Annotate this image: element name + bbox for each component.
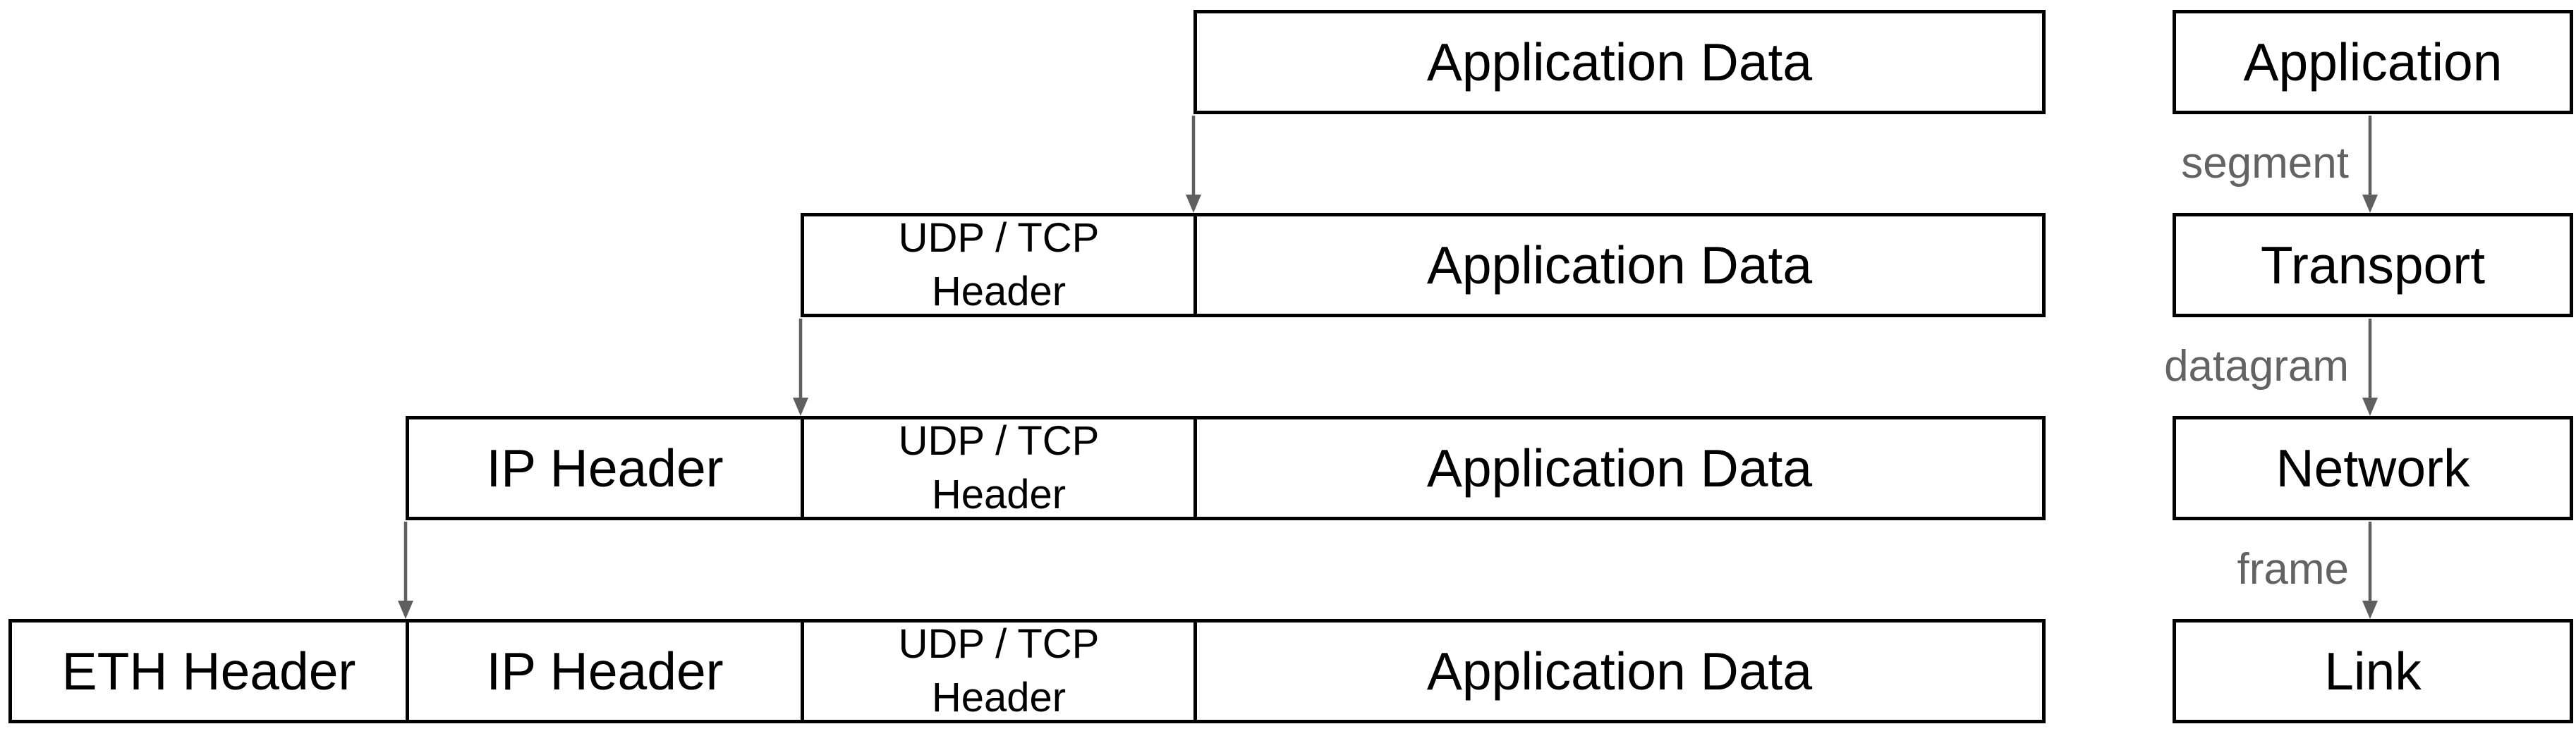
- layer-box-transport: Transport: [2173, 213, 2573, 317]
- cell-label: Application Data: [1426, 32, 1813, 92]
- layer-box-application: Application: [2173, 10, 2573, 114]
- layer-label: Network: [2276, 438, 2470, 498]
- arrow-label-frame: frame: [2237, 545, 2349, 594]
- cell-label: Application Data: [1426, 235, 1813, 295]
- cell-application-data: Application Data: [1197, 13, 2042, 111]
- cell-eth-header: ETH Header: [12, 622, 409, 720]
- down-arrow-head-row1-to-row2: [1186, 195, 1201, 213]
- cell-ip-header: IP Header: [409, 622, 804, 720]
- cell-application-data: Application Data: [1197, 216, 2042, 314]
- down-arrow-head-network-to-link: [2362, 601, 2378, 619]
- cell-label: IP Header: [486, 438, 724, 498]
- layer-label: Link: [2324, 642, 2422, 701]
- cell-udp-tcp-header: UDP / TCP Header: [804, 215, 1197, 314]
- cell-label: UDP / TCP Header: [898, 418, 1100, 517]
- encapsulation-row-frame: ETH Header IP Header UDP / TCP Header Ap…: [8, 619, 2046, 723]
- layer-box-network: Network: [2173, 416, 2573, 520]
- layer-box-link: Link: [2173, 619, 2573, 723]
- down-arrow-head-application-to-transport: [2362, 195, 2378, 213]
- cell-label: UDP / TCP Header: [898, 215, 1100, 314]
- cell-label: UDP / TCP Header: [898, 621, 1100, 720]
- cell-application-data: Application Data: [1197, 622, 2042, 720]
- cell-udp-tcp-header: UDP / TCP Header: [804, 418, 1197, 517]
- arrow-label-segment: segment: [2181, 139, 2349, 188]
- layer-label: Application: [2243, 32, 2503, 92]
- cell-udp-tcp-header: UDP / TCP Header: [804, 621, 1197, 720]
- encapsulation-row-datagram: IP Header UDP / TCP Header Application D…: [406, 416, 2046, 520]
- cell-label: IP Header: [486, 642, 724, 701]
- cell-label: Application Data: [1426, 438, 1813, 498]
- layer-label: Transport: [2260, 235, 2486, 295]
- down-arrow-head-row3-to-row4: [398, 601, 413, 619]
- encapsulation-row-application-data: Application Data: [1193, 10, 2046, 114]
- cell-ip-header: IP Header: [409, 419, 804, 517]
- encapsulation-row-segment: UDP / TCP Header Application Data: [801, 213, 2046, 317]
- cell-label: Application Data: [1426, 642, 1813, 701]
- cell-application-data: Application Data: [1197, 419, 2042, 517]
- cell-label: ETH Header: [61, 642, 356, 701]
- arrow-label-datagram: datagram: [2164, 342, 2349, 391]
- down-arrow-head-row2-to-row3: [793, 398, 808, 416]
- down-arrow-head-transport-to-network: [2362, 398, 2378, 416]
